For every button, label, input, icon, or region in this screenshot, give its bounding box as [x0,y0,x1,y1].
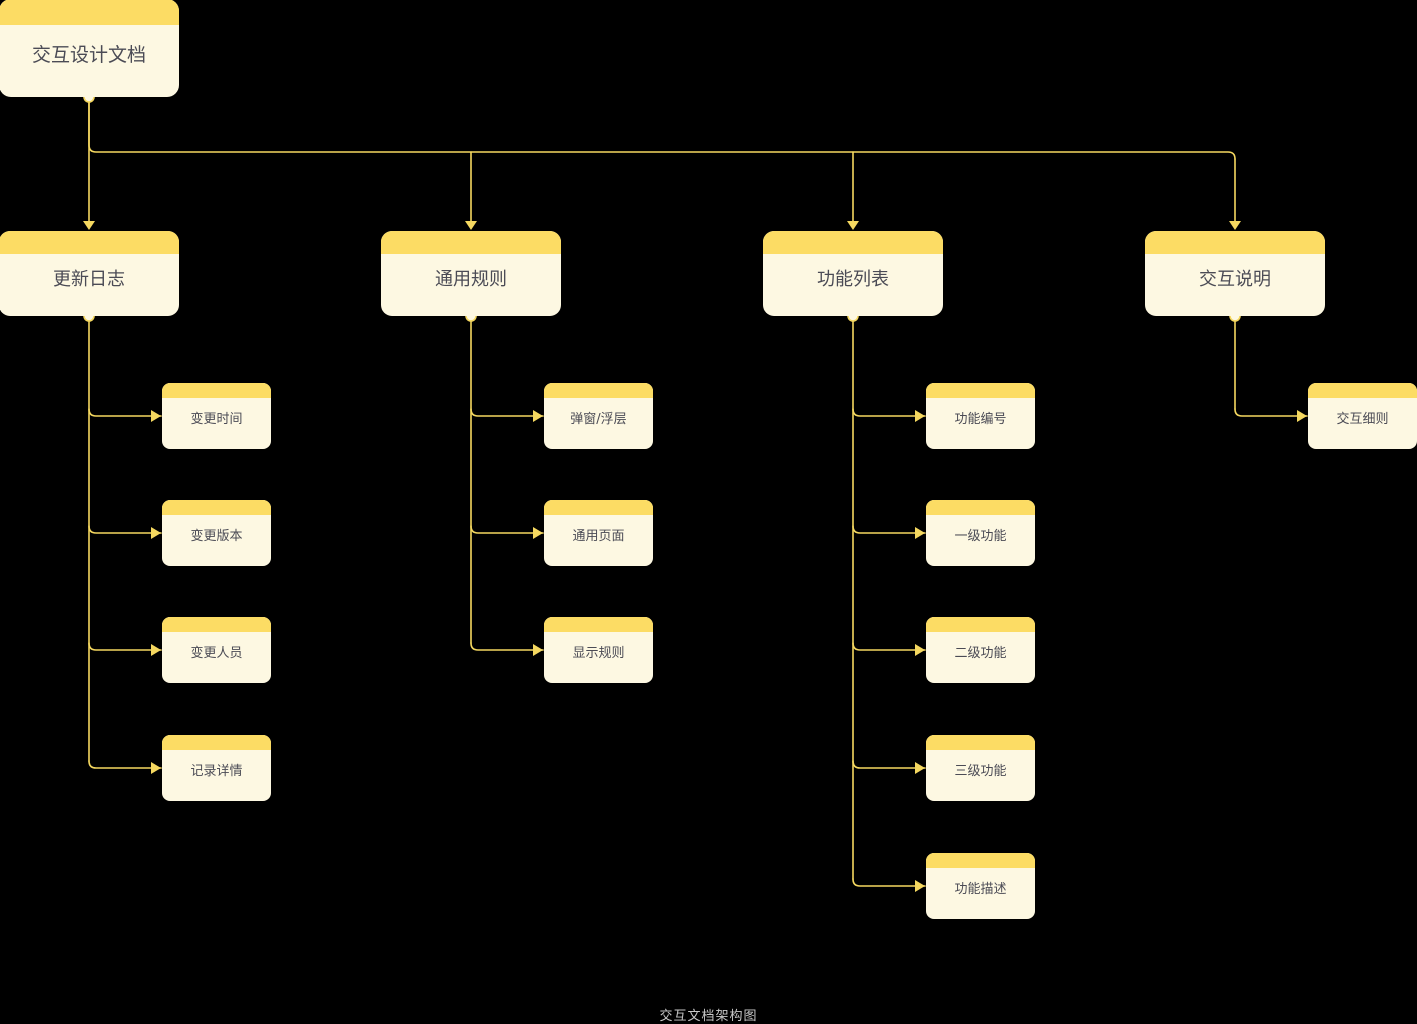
connector-leaf-branch-2-1 [470,408,544,417]
node-branch-3-child-2[interactable]: 一级功能 [926,500,1035,566]
node-branch-3[interactable]: 功能列表 [763,231,943,316]
node-label: 二级功能 [954,646,1007,662]
node-header-band [162,617,271,632]
node-label: 记录详情 [190,764,243,780]
node-header-band [926,500,1035,515]
arrowhead-branch-3-4 [915,762,925,774]
arrowhead-branch-3-3 [915,644,925,656]
node-label: 变更版本 [190,529,243,545]
node-header-band [926,853,1035,868]
connector-leaf-branch-1-3 [88,642,162,651]
node-label: 通用页面 [572,529,625,545]
node-label: 功能编号 [954,412,1007,428]
node-label: 一级功能 [954,529,1007,545]
arrowhead-branch-2-1 [533,410,543,422]
node-branch-1-child-3[interactable]: 变更人员 [162,617,271,683]
node-label: 功能描述 [954,882,1007,898]
node-label: 交互设计文档 [31,43,146,66]
node-branch-1-child-4[interactable]: 记录详情 [162,735,271,801]
node-header-band [0,231,179,254]
node-header-band [162,500,271,515]
node-header-band [544,383,653,398]
arrowhead-branch-1 [83,221,95,230]
connector-leaf-branch-3-5 [852,878,926,887]
diagram-caption: 交互文档架构图 [659,1009,758,1024]
node-header-band [544,617,653,632]
node-branch-3-child-3[interactable]: 二级功能 [926,617,1035,683]
connector-leaf-branch-3-2 [852,525,926,534]
arrowhead-branch-3-5 [915,880,925,892]
node-header-band [544,500,653,515]
node-branch-3-child-5[interactable]: 功能描述 [926,853,1035,919]
node-branch-1-child-1[interactable]: 变更时间 [162,383,271,449]
connector-leaf-branch-1-2 [88,525,162,534]
node-label: 变更时间 [190,412,243,428]
arrowhead-branch-3 [847,221,859,230]
arrowhead-branch-2 [465,221,477,230]
node-label: 功能列表 [817,268,889,290]
connector-leaf-branch-1-1 [88,408,162,417]
node-header-band [926,735,1035,750]
connector-leaf-branch-3-4 [852,760,926,769]
connector-leaf-branch-4-1 [1234,408,1308,417]
node-header-band [763,231,943,254]
node-header-band [162,383,271,398]
node-header-band [926,383,1035,398]
node-branch-3-child-4[interactable]: 三级功能 [926,735,1035,801]
node-header-band [926,617,1035,632]
arrowhead-branch-1-3 [151,644,161,656]
node-header-band [0,0,179,25]
node-label: 交互细则 [1336,412,1389,428]
node-header-band [1145,231,1325,254]
node-label: 弹窗/浮层 [570,412,627,428]
node-branch-1-child-2[interactable]: 变更版本 [162,500,271,566]
arrowhead-branch-3-1 [915,410,925,422]
node-branch-1[interactable]: 更新日志 [0,231,179,316]
connector-leaf-branch-3-3 [852,642,926,651]
connector-leaf-branch-3-1 [852,408,926,417]
connector-trunk [88,101,1236,160]
node-header-band [381,231,561,254]
arrowhead-branch-2-3 [533,644,543,656]
arrowhead-branch-4 [1229,221,1241,230]
node-branch-2-child-3[interactable]: 显示规则 [544,617,653,683]
node-branch-4[interactable]: 交互说明 [1145,231,1325,316]
arrowhead-branch-1-1 [151,410,161,422]
node-header-band [1308,383,1417,398]
node-root[interactable]: 交互设计文档 [0,0,179,97]
arrowhead-branch-4-1 [1297,410,1307,422]
node-header-band [162,735,271,750]
node-label: 显示规则 [572,646,625,662]
node-branch-3-child-1[interactable]: 功能编号 [926,383,1035,449]
arrowhead-branch-1-4 [151,762,161,774]
node-label: 交互说明 [1199,268,1271,290]
connector-leaf-branch-2-3 [470,642,544,651]
node-label: 更新日志 [53,268,125,290]
arrowhead-branch-1-2 [151,527,161,539]
arrowhead-branch-2-2 [533,527,543,539]
node-label: 变更人员 [190,646,243,662]
arrowhead-branch-3-2 [915,527,925,539]
node-label: 通用规则 [435,268,507,290]
node-branch-4-child-1[interactable]: 交互细则 [1308,383,1417,449]
connector-leaf-branch-2-2 [470,525,544,534]
node-label: 三级功能 [954,764,1007,780]
node-branch-2-child-1[interactable]: 弹窗/浮层 [544,383,653,449]
node-branch-2-child-2[interactable]: 通用页面 [544,500,653,566]
connector-leaf-branch-1-4 [88,760,162,769]
node-branch-2[interactable]: 通用规则 [381,231,561,316]
